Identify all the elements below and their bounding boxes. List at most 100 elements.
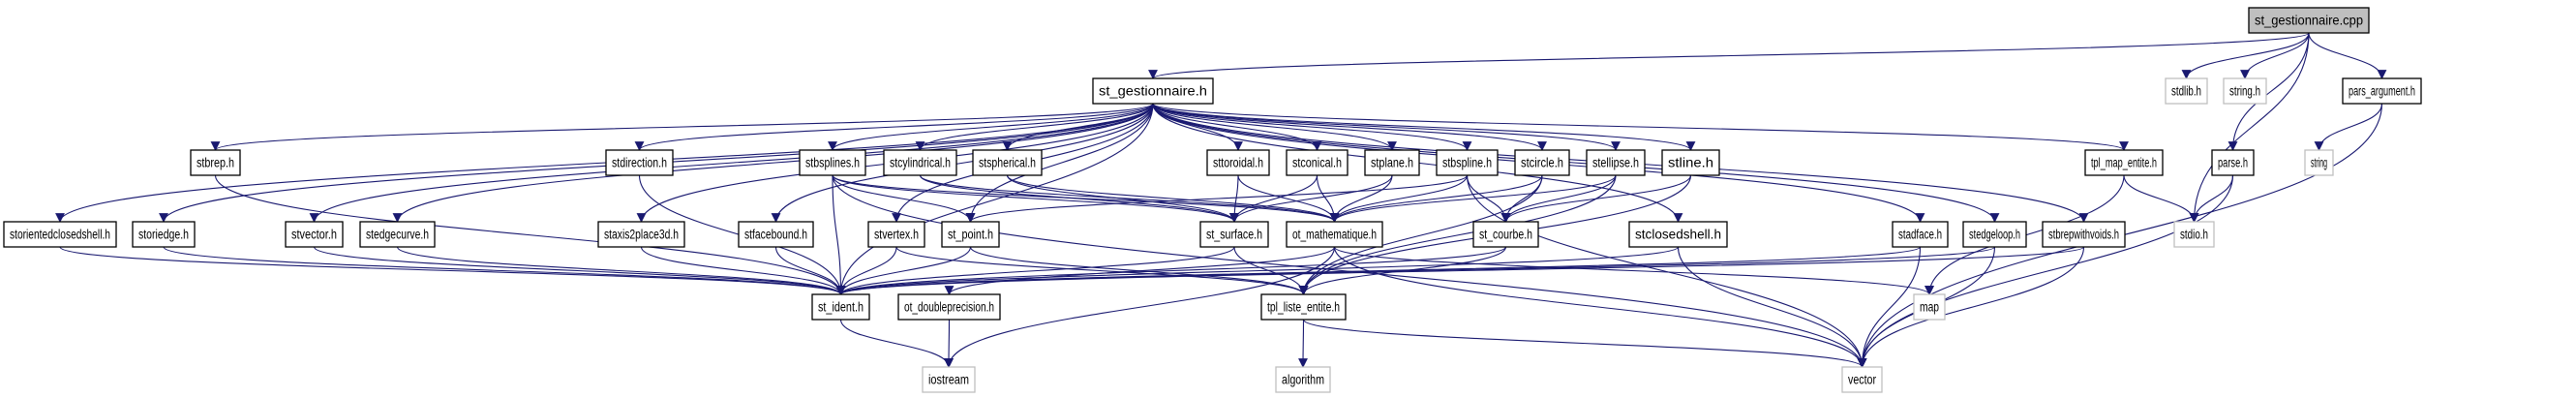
node-box bbox=[285, 221, 344, 248]
node-label: stdlib.h bbox=[2171, 84, 2201, 99]
node-box bbox=[1364, 149, 1420, 176]
node-string-h: string.h bbox=[2223, 77, 2267, 105]
node-box bbox=[605, 149, 674, 176]
node-box bbox=[1586, 149, 1646, 176]
node-box bbox=[1260, 293, 1347, 321]
node-label: tpl_liste_entite.h bbox=[1267, 300, 1340, 315]
node-sttoroidal-h[interactable]: sttoroidal.h bbox=[1206, 149, 1270, 176]
node-tpl-liste-entite-h[interactable]: tpl_liste_entite.h bbox=[1260, 293, 1347, 321]
node-stfacebound-h[interactable]: stfacebound.h bbox=[738, 221, 814, 248]
node-ot-mathematique-h[interactable]: ot_mathematique.h bbox=[1286, 221, 1383, 248]
node-label: stbrep.h bbox=[197, 156, 234, 170]
node-st-gestionnaire-cpp[interactable]: st_gestionnaire.cpp bbox=[2248, 7, 2370, 34]
node-stvector-h[interactable]: stvector.h bbox=[285, 221, 344, 248]
node-box bbox=[2248, 7, 2370, 34]
edge-st_gestionnaire_h-to-stfacebound_h bbox=[771, 103, 1154, 223]
node-label: storiedge.h bbox=[138, 228, 189, 242]
node-stvertex-h[interactable]: stvertex.h bbox=[867, 221, 925, 248]
node-stadface-h[interactable]: stadface.h bbox=[1892, 221, 1949, 248]
node-st-gestionnaire-h[interactable]: st_gestionnaire.h bbox=[1092, 77, 1214, 105]
edge-stbrepwithvoids_h-to-st_ident_h bbox=[836, 246, 2085, 295]
node-st-surface-h[interactable]: st_surface.h bbox=[1199, 221, 1269, 248]
node-box bbox=[1199, 221, 1269, 248]
node-stspherical-h[interactable]: stspherical.h bbox=[972, 149, 1043, 176]
node-box bbox=[1092, 77, 1214, 105]
node-stplane-h[interactable]: stplane.h bbox=[1364, 149, 1420, 176]
node-box bbox=[1628, 221, 1728, 248]
node-box bbox=[867, 221, 925, 248]
edge-st_gestionnaire_h-to-st_point_h bbox=[965, 103, 1154, 223]
node-stconical-h[interactable]: stconical.h bbox=[1286, 149, 1349, 176]
edge-st_gestionnaire_h-to-stdirection_h bbox=[634, 103, 1154, 151]
edge-stcylindrical_h-to-ot_mathematique_h bbox=[919, 174, 1340, 223]
node-box bbox=[972, 149, 1043, 176]
node-pars-argument-h[interactable]: pars_argument.h bbox=[2342, 77, 2422, 105]
node-stline-h[interactable]: stline.h bbox=[1661, 149, 1720, 176]
node-label: stedgecurve.h bbox=[366, 228, 429, 242]
node-label: vector bbox=[1848, 373, 1876, 387]
edge-st_gestionnaire_h-to-stcylindrical_h bbox=[915, 103, 1154, 151]
node-box bbox=[1286, 221, 1383, 248]
edge-ot_mathematique_h-to-ot_doubleprecision_h bbox=[944, 246, 1336, 295]
node-stcylindrical-h[interactable]: stcylindrical.h bbox=[883, 149, 957, 176]
node-map: map bbox=[1913, 293, 1946, 321]
node-st-point-h[interactable]: st_point.h bbox=[941, 221, 1000, 248]
node-box bbox=[1472, 221, 1539, 248]
edge-stbrepwithvoids_h-to-vector bbox=[1857, 246, 2085, 368]
edge-st_gestionnaire_h-to-stspherical_h bbox=[1002, 103, 1154, 151]
node-stbspline-h[interactable]: stbspline.h bbox=[1436, 149, 1499, 176]
node-st-courbe-h[interactable]: st_courbe.h bbox=[1472, 221, 1539, 248]
edge-stvector_h-to-st_ident_h bbox=[313, 246, 846, 295]
node-stbrep-h[interactable]: stbrep.h bbox=[190, 149, 241, 176]
node-box bbox=[799, 149, 866, 176]
node-label: st_courbe.h bbox=[1479, 228, 1532, 242]
edge-stspherical_h-to-st_surface_h bbox=[1006, 174, 1239, 223]
node-box bbox=[811, 293, 870, 321]
node-stedgecurve-h[interactable]: stedgecurve.h bbox=[359, 221, 436, 248]
node-label: stvertex.h bbox=[874, 228, 919, 242]
node-stdirection-h[interactable]: stdirection.h bbox=[605, 149, 674, 176]
node-box bbox=[132, 221, 196, 248]
node-label: stspherical.h bbox=[979, 156, 1036, 170]
edge-stbspline_h-to-ot_mathematique_h bbox=[1329, 174, 1469, 223]
node-box bbox=[1962, 221, 2027, 248]
node-storiedge-h[interactable]: storiedge.h bbox=[132, 221, 196, 248]
node-box bbox=[1275, 366, 1331, 393]
node-label: sttoroidal.h bbox=[1213, 156, 1263, 170]
edge-stbsplines_h-to-st_ident_h bbox=[832, 174, 846, 295]
node-box bbox=[2165, 77, 2208, 105]
node-label: stedgeloop.h bbox=[1969, 228, 2020, 242]
edge-st_surface_h-to-st_ident_h bbox=[835, 246, 1235, 295]
node-label: st_gestionnaire.cpp bbox=[2255, 14, 2363, 28]
node-box bbox=[190, 149, 241, 176]
node-ot-doubleprecision-h[interactable]: ot_doubleprecision.h bbox=[897, 293, 1001, 321]
node-storientedclosedshell-h[interactable]: storientedclosedshell.h bbox=[3, 221, 117, 248]
node-label: stadface.h bbox=[1898, 228, 1942, 242]
node-box bbox=[2173, 221, 2215, 248]
edge-stcircle_h-to-st_courbe_h bbox=[1500, 174, 1543, 223]
node-algorithm: algorithm bbox=[1275, 366, 1331, 393]
edge-st_gestionnaire_cpp-to-pars_argument_h bbox=[2308, 32, 2387, 79]
edge-stadface_h-to-vector bbox=[1857, 246, 1922, 368]
edges-layer bbox=[55, 32, 2387, 368]
node-label: stclosedshell.h bbox=[1635, 228, 1721, 242]
node-stbsplines-h[interactable]: stbsplines.h bbox=[799, 149, 866, 176]
node-parse-h[interactable]: parse.h bbox=[2211, 149, 2255, 176]
edge-stcylindrical_h-to-st_surface_h bbox=[919, 174, 1239, 223]
edge-st_gestionnaire_cpp-to-st_gestionnaire_h bbox=[1148, 32, 2310, 79]
node-stbrepwithvoids-h[interactable]: stbrepwithvoids.h bbox=[2042, 221, 2126, 248]
edge-ot_mathematique_h-to-vector bbox=[1333, 246, 1867, 368]
node-tpl-map-entite-h[interactable]: tpl_map_entite.h bbox=[2084, 149, 2164, 176]
node-stclosedshell-h[interactable]: stclosedshell.h bbox=[1628, 221, 1728, 248]
edge-st_gestionnaire_h-to-stline_h bbox=[1152, 103, 1696, 151]
node-label: ot_mathematique.h bbox=[1292, 228, 1377, 242]
node-stellipse-h[interactable]: stellipse.h bbox=[1586, 149, 1646, 176]
node-stcircle-h[interactable]: stcircle.h bbox=[1514, 149, 1570, 176]
edge-st_gestionnaire_cpp-to-stdio_h bbox=[2189, 32, 2310, 223]
edge-stclosedshell_h-to-vector bbox=[1677, 246, 1867, 368]
node-stedgeloop-h[interactable]: stedgeloop.h bbox=[1962, 221, 2027, 248]
node-label: string.h bbox=[2229, 84, 2260, 99]
node-box bbox=[1206, 149, 1270, 176]
node-staxis2place3d-h[interactable]: staxis2place3d.h bbox=[597, 221, 685, 248]
node-st-ident-h[interactable]: st_ident.h bbox=[811, 293, 870, 321]
